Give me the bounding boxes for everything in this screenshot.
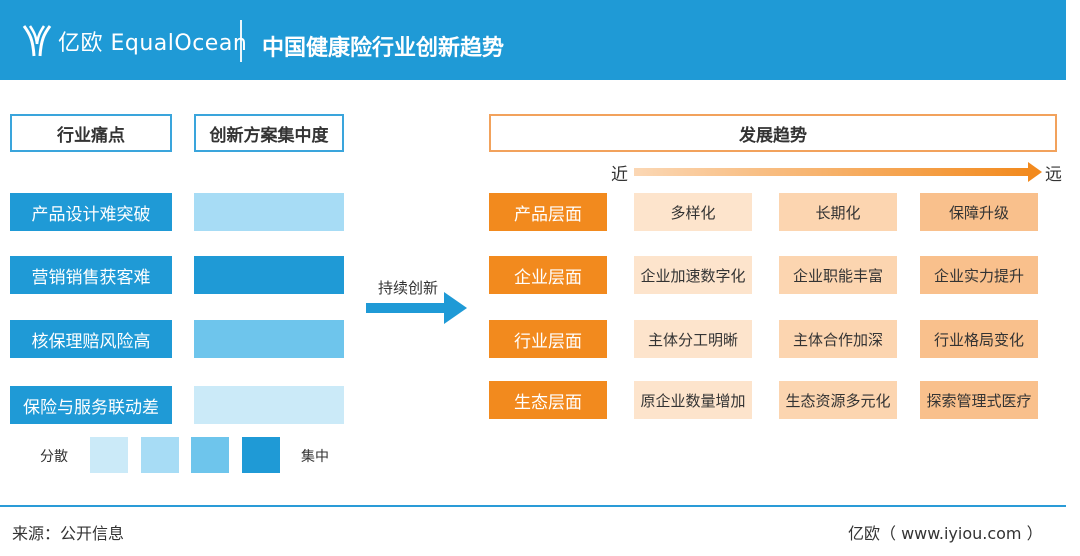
concentration-block-underwriting: [194, 320, 344, 358]
logo-text: 亿欧 EqualOcean: [58, 31, 248, 56]
pain-point-product-design: 产品设计难突破: [10, 193, 172, 231]
level-enterprise: 企业层面: [489, 256, 607, 294]
legend-swatch-2: [141, 437, 179, 473]
pain-points-header: 行业痛点: [10, 114, 172, 152]
trend-cell: 主体合作加深: [779, 320, 897, 358]
concentration-header: 创新方案集中度: [194, 114, 344, 152]
trend-cell: 多样化: [634, 193, 752, 231]
trend-header: 发展趋势: [489, 114, 1057, 152]
header-divider: [240, 20, 242, 62]
legend-low-label: 分散: [40, 449, 68, 465]
pain-point-marketing: 营销销售获客难: [10, 256, 172, 294]
legend-swatch-3: [191, 437, 229, 473]
level-ecosystem: 生态层面: [489, 381, 607, 419]
trend-cell: 生态资源多元化: [779, 381, 897, 419]
level-industry: 行业层面: [489, 320, 607, 358]
concentration-block-marketing: [194, 256, 344, 294]
pain-point-service-linkage: 保险与服务联动差: [10, 386, 172, 424]
trend-cell: 保障升级: [920, 193, 1038, 231]
legend-swatch-1: [90, 437, 128, 473]
far-label: 远: [1045, 165, 1062, 185]
header-bar: 亿欧 EqualOcean 中国健康险行业创新趋势: [0, 0, 1066, 80]
source-note: 来源：公开信息: [12, 524, 125, 543]
pain-point-underwriting: 核保理赔风险高: [10, 320, 172, 358]
near-label: 近: [611, 165, 628, 185]
right-arrow-icon: [366, 292, 467, 324]
footer-divider: [0, 505, 1066, 507]
trend-cell: 企业加速数字化: [634, 256, 752, 294]
equalocean-logo-icon: [22, 25, 52, 57]
trend-cell: 原企业数量增加: [634, 381, 752, 419]
concentration-block-service-linkage: [194, 386, 344, 424]
page-title: 中国健康险行业创新趋势: [262, 36, 505, 61]
trend-cell: 长期化: [779, 193, 897, 231]
trend-cell: 行业格局变化: [920, 320, 1038, 358]
near-far-gradient-arrow-icon: [634, 162, 1042, 182]
trend-cell: 主体分工明晰: [634, 320, 752, 358]
trend-cell: 探索管理式医疗: [920, 381, 1038, 419]
logo: 亿欧 EqualOcean: [22, 22, 247, 60]
legend-high-label: 集中: [301, 449, 329, 465]
trend-cell: 企业实力提升: [920, 256, 1038, 294]
arrow-label: 持续创新: [378, 279, 439, 297]
credit-note: 亿欧（ www.iyiou.com ）: [848, 524, 1043, 543]
level-product: 产品层面: [489, 193, 607, 231]
trend-cell: 企业职能丰富: [779, 256, 897, 294]
concentration-block-product-design: [194, 193, 344, 231]
legend-swatch-4: [242, 437, 280, 473]
